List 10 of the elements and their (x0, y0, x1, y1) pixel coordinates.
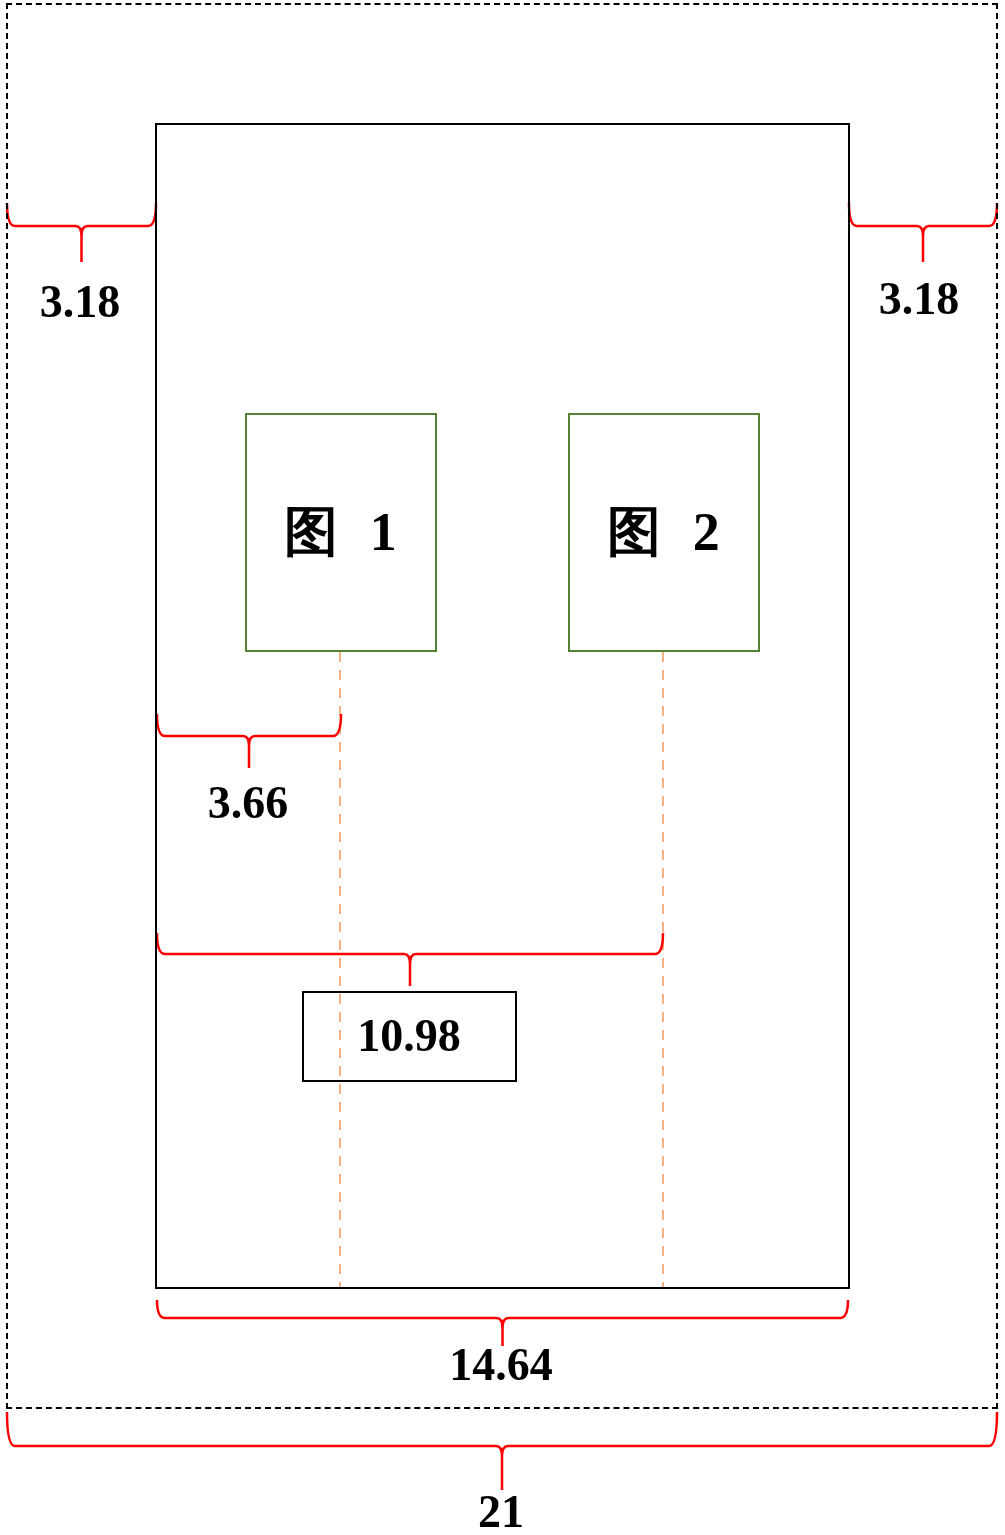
figure-box: 图 1 (244, 412, 437, 652)
dimension-label-box: 10.98 (301, 990, 517, 1082)
dimension-value: 14.64 (449, 1342, 553, 1388)
text-area-box (155, 123, 850, 1289)
dimension-value: 3.66 (207, 780, 289, 826)
dimension-value: 3.18 (878, 276, 960, 322)
figure-box: 图 2 (567, 412, 760, 652)
dimension-value: 21 (478, 1489, 524, 1535)
page-border (6, 3, 998, 1409)
dimension-value: 3.18 (39, 279, 121, 325)
